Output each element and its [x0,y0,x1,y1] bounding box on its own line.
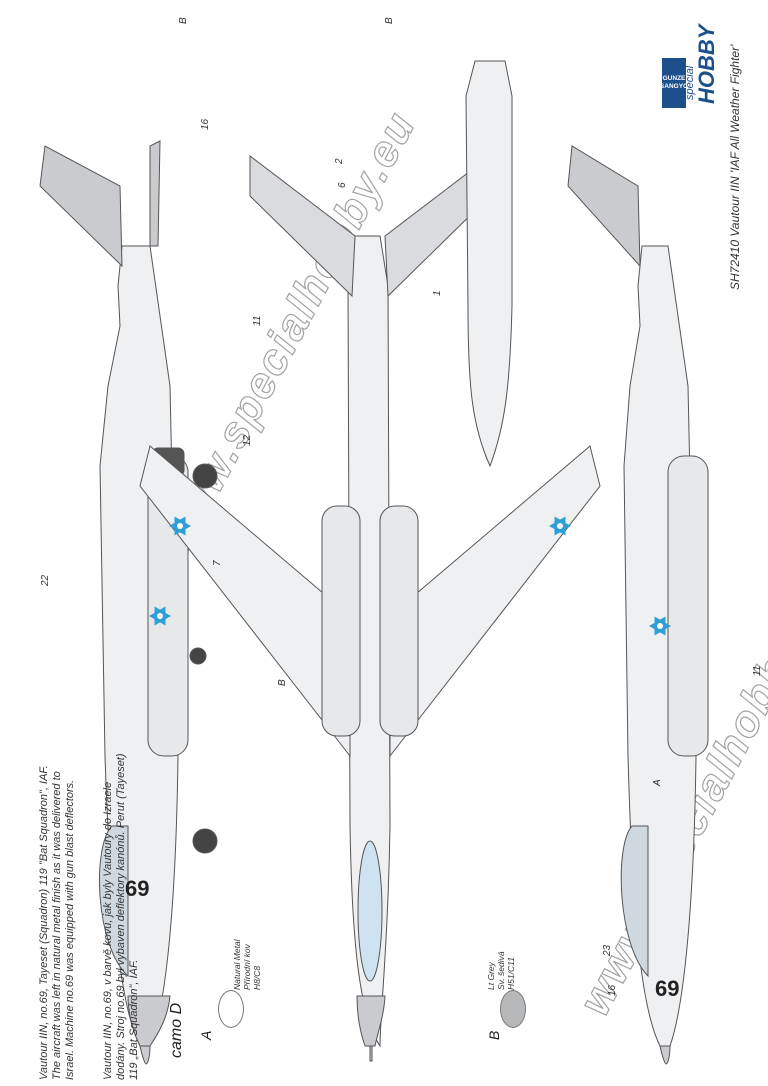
underside-view [465,60,513,468]
callout-b: B [384,17,395,24]
legend-key-b: B [486,1030,502,1040]
camo-label: camo D [168,1002,185,1058]
callout-12: 12 [242,434,253,446]
caption-english: Vautour IIN, no.69, Tayeset (Squadron) 1… [38,765,76,1080]
callout-1: 1 [432,290,443,296]
callout-16: 16 [200,118,211,130]
callout-16: 16 [607,984,618,996]
gunze-logo: GUNZE SANGYO [660,58,688,108]
top-view [139,154,601,1062]
legend-swatch-a [218,990,244,1028]
legend-swatch-b [500,990,526,1028]
caption-czech: Vautour IIN, no.69, v barvě kovu, jak by… [102,753,140,1080]
callout-2: 2 [334,158,345,165]
serial-number: 69 [655,976,679,1001]
callout-a: A [652,779,663,787]
callout-11: 11 [752,666,763,676]
callout-23: 23 [602,944,613,957]
callout-labels: B B 16 1 2 6 11 12 7 22 11 23 16 A B [40,17,763,996]
brand-hobby: HOBBY [694,24,719,104]
serial-number: 69 [125,876,149,901]
sheet-title: SH72410 Vautour IIN 'IAF All Weather Fig… [728,44,742,290]
side-view-right [567,145,709,1065]
side-view-left [39,140,218,1065]
callout-11: 11 [252,316,263,326]
callout-22: 22 [40,574,51,587]
callout-b: B [277,679,288,686]
callout-6: 6 [337,182,348,188]
legend-key-a: A [198,1030,214,1040]
callout-b: B [178,17,189,24]
callout-7: 7 [212,560,223,566]
